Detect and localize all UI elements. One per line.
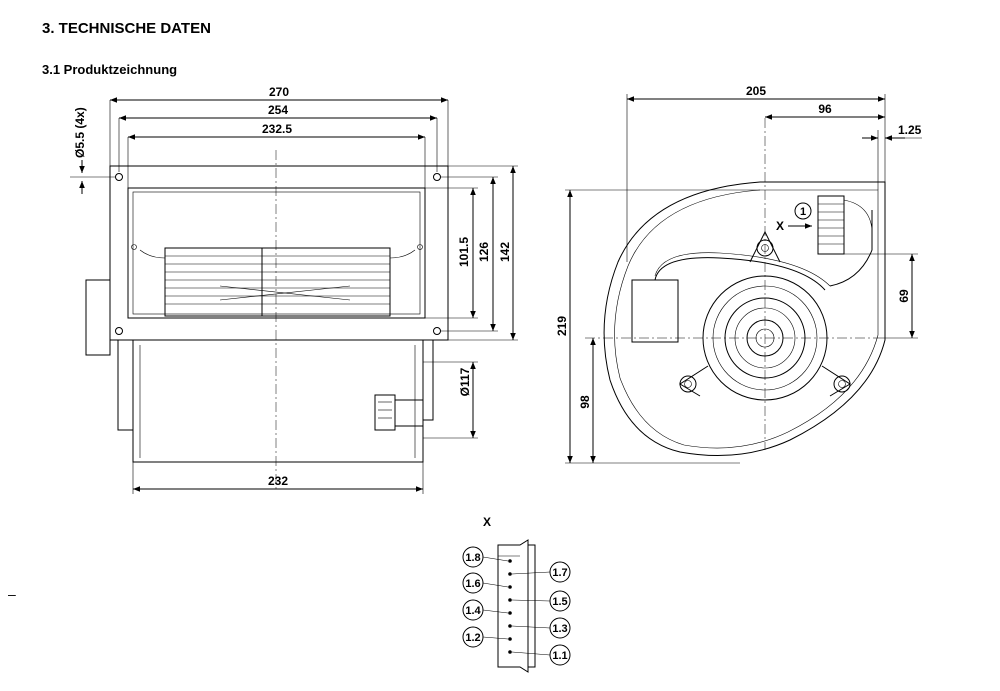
dim-69: 69: [897, 289, 911, 303]
mounting-holes: [115, 173, 441, 335]
dim-270: 270: [269, 85, 289, 99]
connector-x-label: X: [776, 219, 784, 233]
connector-body: [497, 539, 529, 673]
pin-label-1-6: 1.6: [465, 578, 480, 590]
dim-232-5: 232.5: [262, 122, 292, 136]
dim-101-5: 101.5: [457, 237, 471, 267]
pin-dots: [508, 559, 512, 654]
pin-label-1-4: 1.4: [465, 605, 481, 617]
impeller-blades: [139, 247, 416, 317]
callout-circle: [794, 202, 812, 220]
cable: [654, 257, 826, 291]
callout-number: 1: [800, 206, 806, 218]
side-terminal-box: [631, 279, 679, 343]
dim-126: 126: [477, 242, 491, 262]
cable-gland: [374, 394, 424, 431]
pin-label-1-7: 1.7: [552, 567, 567, 579]
front-housing: [132, 339, 424, 463]
dim-98: 98: [578, 395, 592, 409]
pin-label-1-8: 1.8: [465, 552, 480, 564]
pin-label-1-3: 1.3: [552, 623, 567, 635]
dim-142: 142: [498, 242, 512, 262]
pin-label-1-1: 1.1: [552, 650, 567, 662]
side-connector: [817, 195, 873, 255]
dim-1-25: 1.25: [898, 123, 922, 137]
scroll-housing: [603, 181, 886, 457]
dim-205: 205: [746, 84, 766, 98]
front-outlet-opening: [127, 187, 426, 319]
section-heading: 3. TECHNISCHE DATEN: [42, 20, 211, 37]
dim-hole-diameter: Ø5.5 (4x): [73, 107, 87, 158]
subsection-heading: 3.1 Produktzeichnung: [42, 62, 178, 77]
dim-232: 232: [268, 474, 288, 488]
side-view: X 1 205 96 1.25 219 98: [555, 84, 922, 464]
pin-label-1-2: 1.2: [465, 632, 480, 644]
pin-label-1-5: 1.5: [552, 596, 567, 608]
footer-mark: –: [8, 586, 16, 602]
connector-detail: X 1.8 1.6 1.4 1.2: [462, 515, 571, 673]
dim-96: 96: [818, 102, 832, 116]
dim-254: 254: [268, 103, 288, 117]
dim-117: Ø117: [458, 367, 472, 396]
terminal-box: [85, 279, 111, 356]
dim-219: 219: [555, 316, 569, 336]
front-view: 270 254 232.5 Ø5.5 (4x) 101.5 126 142 Ø1…: [70, 85, 518, 494]
connector-detail-title: X: [483, 515, 491, 529]
